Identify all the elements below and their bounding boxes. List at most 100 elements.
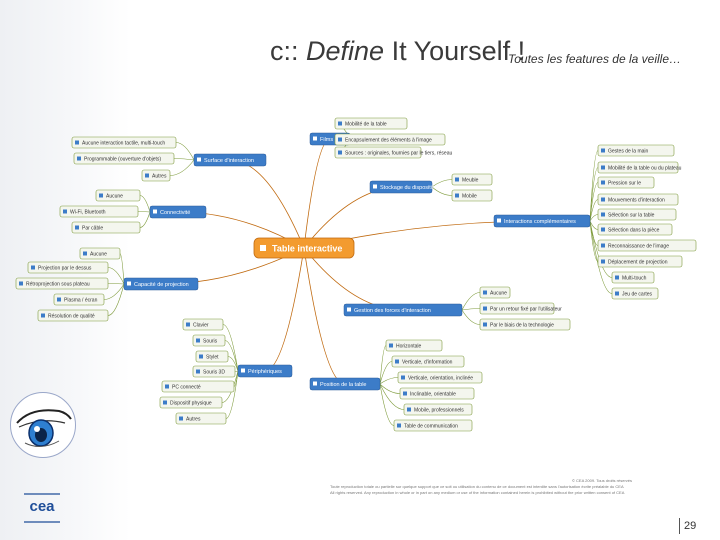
mindmap-leaf-node: Souris 3D [192,365,236,378]
mindmap-leaf-label: Rétroprojection sous plateau [26,282,90,288]
mindmap-branch-node: Stockage du dispositif [369,180,434,194]
mindmap-link [221,370,239,403]
mindmap-leaf-node: Dispositif physique [159,396,223,409]
mindmap-leaf-node: Déplacement de projection [597,255,683,268]
mindmap-link [139,195,151,213]
mindmap-leaf-label: Déplacement de projection [608,260,668,266]
mindmap-leaf-node: Mobilité de la table ou du plateau [597,161,682,174]
mindmap-link [225,370,239,419]
mindmap-link [379,345,387,385]
mindmap-leaf-label: Aucune [106,194,123,200]
mindmap-leaf-label: Horizontale [396,344,422,350]
cea-logo: cea [22,488,62,528]
mindmap-leaf-label: Programmable (ouverture d'objets) [84,157,161,163]
mindmap-leaf-label: PC connecté [172,385,201,391]
mindmap-leaf-label: Par câble [82,226,103,232]
mindmap-leaf-label: Dispositif physique [170,401,212,407]
mindmap-branch-node: Position de la table [309,377,381,391]
mindmap-leaf-label: Wi-Fi, Bluetooth [70,210,106,216]
mindmap-branch-label: Gestion des forces d'interaction [354,308,431,314]
copyright-line-1: © CEA 2009. Tous droits réservés [571,478,632,483]
mindmap-link [107,283,125,285]
mindmap-leaf-label: Mobilité de la table ou du plateau [608,166,682,172]
mindmap-leaf-node: Sources : originales, fournies par le ti… [334,146,452,159]
anime-eye-illustration [10,392,76,458]
mindmap-leaf-node: Mobilité de la table [334,117,408,130]
mindmap-branch-node: Interactions complémentaires [493,214,591,228]
mindmap-link [175,142,195,161]
mindmap-leaf-node: Aucune [479,286,511,299]
mindmap-leaf-node: Verticale, orientation, inclinée [397,371,483,384]
mindmap-leaf-node: Par câble [71,221,141,234]
mindmap-leaf-node: Projection par le dessus [27,261,109,274]
mindmap-leaf-label: Souris [203,339,218,345]
mindmap-branch-label: Capacité de projection [134,282,189,288]
mindmap-leaf-label: Sélection sur la table [608,213,655,219]
mindmap-branch-label: Stockage du dispositif [380,185,434,191]
mindmap-link [379,383,405,410]
mindmap-leaf-label: Clavier [193,323,209,329]
mindmap-branch-label: Surface d'interaction [204,158,254,164]
mindmap-leaf-node: Pression sur le [597,176,655,189]
mindmap-leaf-node: Aucune [95,189,141,202]
mindmap-leaf-label: Autres [152,174,167,180]
mindmap-link [379,377,399,385]
mindmap-leaf-node: Inclinable, orientable [399,387,475,400]
mindmap-leaf-node: Reconnaissance de l'image [597,239,697,252]
mindmap-leaf-node: Clavier [182,318,224,331]
mindmap-link [222,324,239,372]
mindmap-branch-label: Films [320,137,333,143]
slide-title: c:: Define It Yourself ! [270,36,526,66]
mindmap-leaf-node: Par un retour fixé par l'utilisateur [479,302,562,315]
slide-subtitle: Toutes les features de la veille… [508,52,681,66]
mindmap-leaf-node: Gestes de la main [597,144,675,157]
mindmap-leaf-node: Autres [141,169,171,182]
page-number-divider [679,518,680,534]
mindmap-link [431,186,453,196]
mindmap-center-node: Table interactive [253,237,355,259]
page-number: 29 [684,520,697,532]
mindmap-leaf-node: Plasma / écran [53,293,105,306]
mindmap-leaf-node: Programmable (ouverture d'objets) [73,152,175,165]
copyright-notice: © CEA 2009. Tous droits réservés Toute r… [330,478,710,496]
mindmap-link [224,340,239,372]
mindmap-leaf-label: Sélection dans la pièce [608,228,660,234]
mindmap-link [137,211,151,213]
svg-text:cea: cea [29,498,55,515]
mindmap-branch-node: Surface d'interaction [193,153,267,167]
mindmap-leaf-node: Sélection dans la pièce [597,223,673,236]
mindmap-leaf-label: Projection par le dessus [38,266,92,272]
mindmap-branch-label: Position de la table [320,382,366,388]
mindmap-leaf-node: Verticale, d'information [391,355,465,368]
mindmap-leaf-label: Table de communication [404,424,458,430]
mindmap-center-label: Table interactive [272,244,342,254]
mindmap-leaf-node: Multi-touch [611,271,655,284]
mindmap-link [227,356,239,372]
mindmap-leaf-label: Plasma / écran [64,298,98,304]
mindmap-link [431,179,453,188]
mindmap-leaf-node: Mouvements d'interaction [597,193,679,206]
mindmap-link [461,308,481,311]
mindmap-link [379,361,393,385]
mindmap-leaf-label: Reconnaissance de l'image [608,244,669,250]
mindmap-leaf-label: Multi-touch [622,276,647,282]
mindmap-branch-node: Connectivité [149,205,207,219]
mindmap-leaf-node: Par le biais de la technologie [479,318,571,331]
mindmap-link [589,220,599,230]
mindmap-link [589,182,599,222]
mindmap-leaf-node: Aucune [79,247,121,260]
copyright-line-2: Toute reproduction totale ou partielle s… [330,484,624,489]
mindmap-link [103,283,125,300]
mindmap-link [107,267,125,285]
mindmap-link [173,158,195,161]
mindmap-leaf-node: Mobile [451,189,493,202]
mindmap-link [229,159,305,249]
mindmap-leaf-label: Stylet [206,355,219,361]
mindmap-leaf-node: Encapsulement des éléments à l'image [334,133,446,146]
mindmap-link [461,292,481,311]
mindmap-leaf-node: Autres [175,412,227,425]
mindmap-link [379,383,401,394]
mindmap-link [139,211,151,228]
mindmap-leaf-label: Souris 3D [203,370,225,376]
mindmap-leaf-label: Verticale, orientation, inclinée [408,376,473,382]
